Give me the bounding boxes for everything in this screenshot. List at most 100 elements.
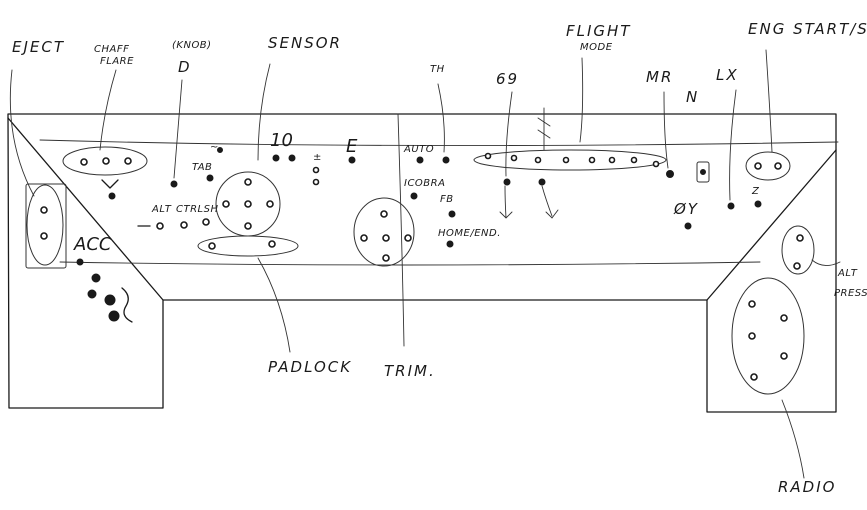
label-d: D xyxy=(178,58,192,76)
plus-minus-glyph: ± xyxy=(313,152,322,163)
radio-knob-1[interactable] xyxy=(748,300,756,308)
mode-switch-arrow xyxy=(541,185,559,219)
e-knob[interactable] xyxy=(348,156,356,164)
flight-mode-knob-4[interactable] xyxy=(562,156,570,164)
eject-knob-2[interactable] xyxy=(40,232,48,240)
v-knob[interactable] xyxy=(108,192,116,200)
flight-mode-knob-8[interactable] xyxy=(652,160,660,168)
group-radio xyxy=(731,277,805,395)
oy-knob[interactable] xyxy=(684,222,692,230)
radio-knob-3[interactable] xyxy=(748,332,756,340)
label-padlock: PADLOCK xyxy=(268,358,352,376)
acc-knob-5[interactable] xyxy=(108,310,120,322)
acc-knob-3[interactable] xyxy=(87,289,97,299)
ten-knob-1[interactable] xyxy=(272,154,280,162)
fb-knob[interactable] xyxy=(448,210,456,218)
lx-knob[interactable] xyxy=(727,202,735,210)
label-eject: EJECT xyxy=(12,38,65,56)
panel-outline xyxy=(7,113,839,413)
alt-press-knob-2[interactable] xyxy=(793,262,801,270)
icobra-knob[interactable] xyxy=(410,192,418,200)
trim-knob-left[interactable] xyxy=(360,234,368,242)
th-knob[interactable] xyxy=(442,156,450,164)
sensor-knob-center[interactable] xyxy=(244,200,252,208)
label-z: Z xyxy=(751,186,760,197)
label-flare: FLARE xyxy=(100,56,134,67)
group-eng-start-stp xyxy=(745,151,791,181)
label-icobra: ICOBRA xyxy=(404,178,445,189)
sixty-nine-arrow xyxy=(499,185,513,219)
mr-knob[interactable] xyxy=(666,170,674,178)
trim-knob-bottom[interactable] xyxy=(382,254,390,262)
auto-knob[interactable] xyxy=(416,156,424,164)
padlock-knob-1[interactable] xyxy=(208,242,216,250)
label-fb: FB xyxy=(440,194,454,205)
z-knob[interactable] xyxy=(754,200,762,208)
acc-knob-1[interactable] xyxy=(76,258,84,266)
label-mode: MODE xyxy=(580,42,613,53)
flight-mode-knob-3[interactable] xyxy=(534,156,542,164)
ten-knob-2[interactable] xyxy=(288,154,296,162)
acc-knob-4[interactable] xyxy=(104,294,116,306)
d-knob[interactable] xyxy=(170,180,178,188)
eng-stp-knob[interactable] xyxy=(774,162,782,170)
alt-knob[interactable] xyxy=(156,222,164,230)
sensor-knob-top[interactable] xyxy=(244,178,252,186)
flare-knob[interactable] xyxy=(102,157,110,165)
tab-knob[interactable] xyxy=(206,174,214,182)
acc-scribble xyxy=(121,287,133,323)
label-knob: (KNOB) xyxy=(172,40,212,51)
radio-knob-5[interactable] xyxy=(750,373,758,381)
alt-press-knob-1[interactable] xyxy=(796,234,804,242)
group-flight-mode xyxy=(473,149,667,171)
label-69: 69 xyxy=(496,70,519,88)
label-eng-start-stp: ENG START/STP. xyxy=(748,20,867,38)
label-flight: FLIGHT xyxy=(566,22,631,40)
label-homeend: HOME/END. xyxy=(438,228,501,239)
sh-knob[interactable] xyxy=(202,218,210,226)
sensor-knob-left[interactable] xyxy=(222,200,230,208)
radio-knob-2[interactable] xyxy=(780,314,788,322)
label-chaff: CHAFF xyxy=(94,44,129,55)
acc-knob-2[interactable] xyxy=(91,273,101,283)
flight-mode-knob-7[interactable] xyxy=(630,156,638,164)
label-oy: ØY xyxy=(673,200,699,218)
ctrl-knob[interactable] xyxy=(180,221,188,229)
tilde-glyph: ~ xyxy=(210,142,219,153)
sixty-nine-knob[interactable] xyxy=(503,178,511,186)
label-10: 10 xyxy=(270,130,293,151)
eject-knob-1[interactable] xyxy=(40,206,48,214)
label-acc: ACC xyxy=(73,234,112,255)
label-n: N xyxy=(686,88,699,106)
chaff-flare-knob-3[interactable] xyxy=(124,157,132,165)
sensor-knob-bottom[interactable] xyxy=(244,222,252,230)
eject-box xyxy=(25,183,67,269)
leader-lines xyxy=(9,49,841,479)
flight-mode-knob-5[interactable] xyxy=(588,156,596,164)
trim-knob-right[interactable] xyxy=(404,234,412,242)
mode-switch-glyph xyxy=(537,107,551,151)
eng-start-knob[interactable] xyxy=(754,162,762,170)
knob-set xyxy=(40,107,804,381)
flight-mode-knob-2[interactable] xyxy=(510,154,518,162)
pm-knob-2[interactable] xyxy=(312,178,320,186)
label-th: TH xyxy=(430,64,445,75)
v-mark xyxy=(101,179,119,189)
label-auto: AUTO xyxy=(403,144,434,155)
flight-mode-knob-1[interactable] xyxy=(484,152,492,160)
radio-knob-4[interactable] xyxy=(780,352,788,360)
trim-knob-center[interactable] xyxy=(382,234,390,242)
label-trim: TRIM. xyxy=(384,362,436,380)
sensor-knob-right[interactable] xyxy=(266,200,274,208)
n-knob[interactable] xyxy=(700,169,706,175)
group-padlock xyxy=(197,235,299,257)
tilde-knob[interactable] xyxy=(217,147,223,153)
padlock-knob-2[interactable] xyxy=(268,240,276,248)
flight-mode-knob-6[interactable] xyxy=(608,156,616,164)
home-end-knob[interactable] xyxy=(446,240,454,248)
pm-knob-1[interactable] xyxy=(312,166,320,174)
chaff-knob[interactable] xyxy=(80,158,88,166)
trim-knob-top[interactable] xyxy=(380,210,388,218)
mode-switch-knob[interactable] xyxy=(538,178,546,186)
